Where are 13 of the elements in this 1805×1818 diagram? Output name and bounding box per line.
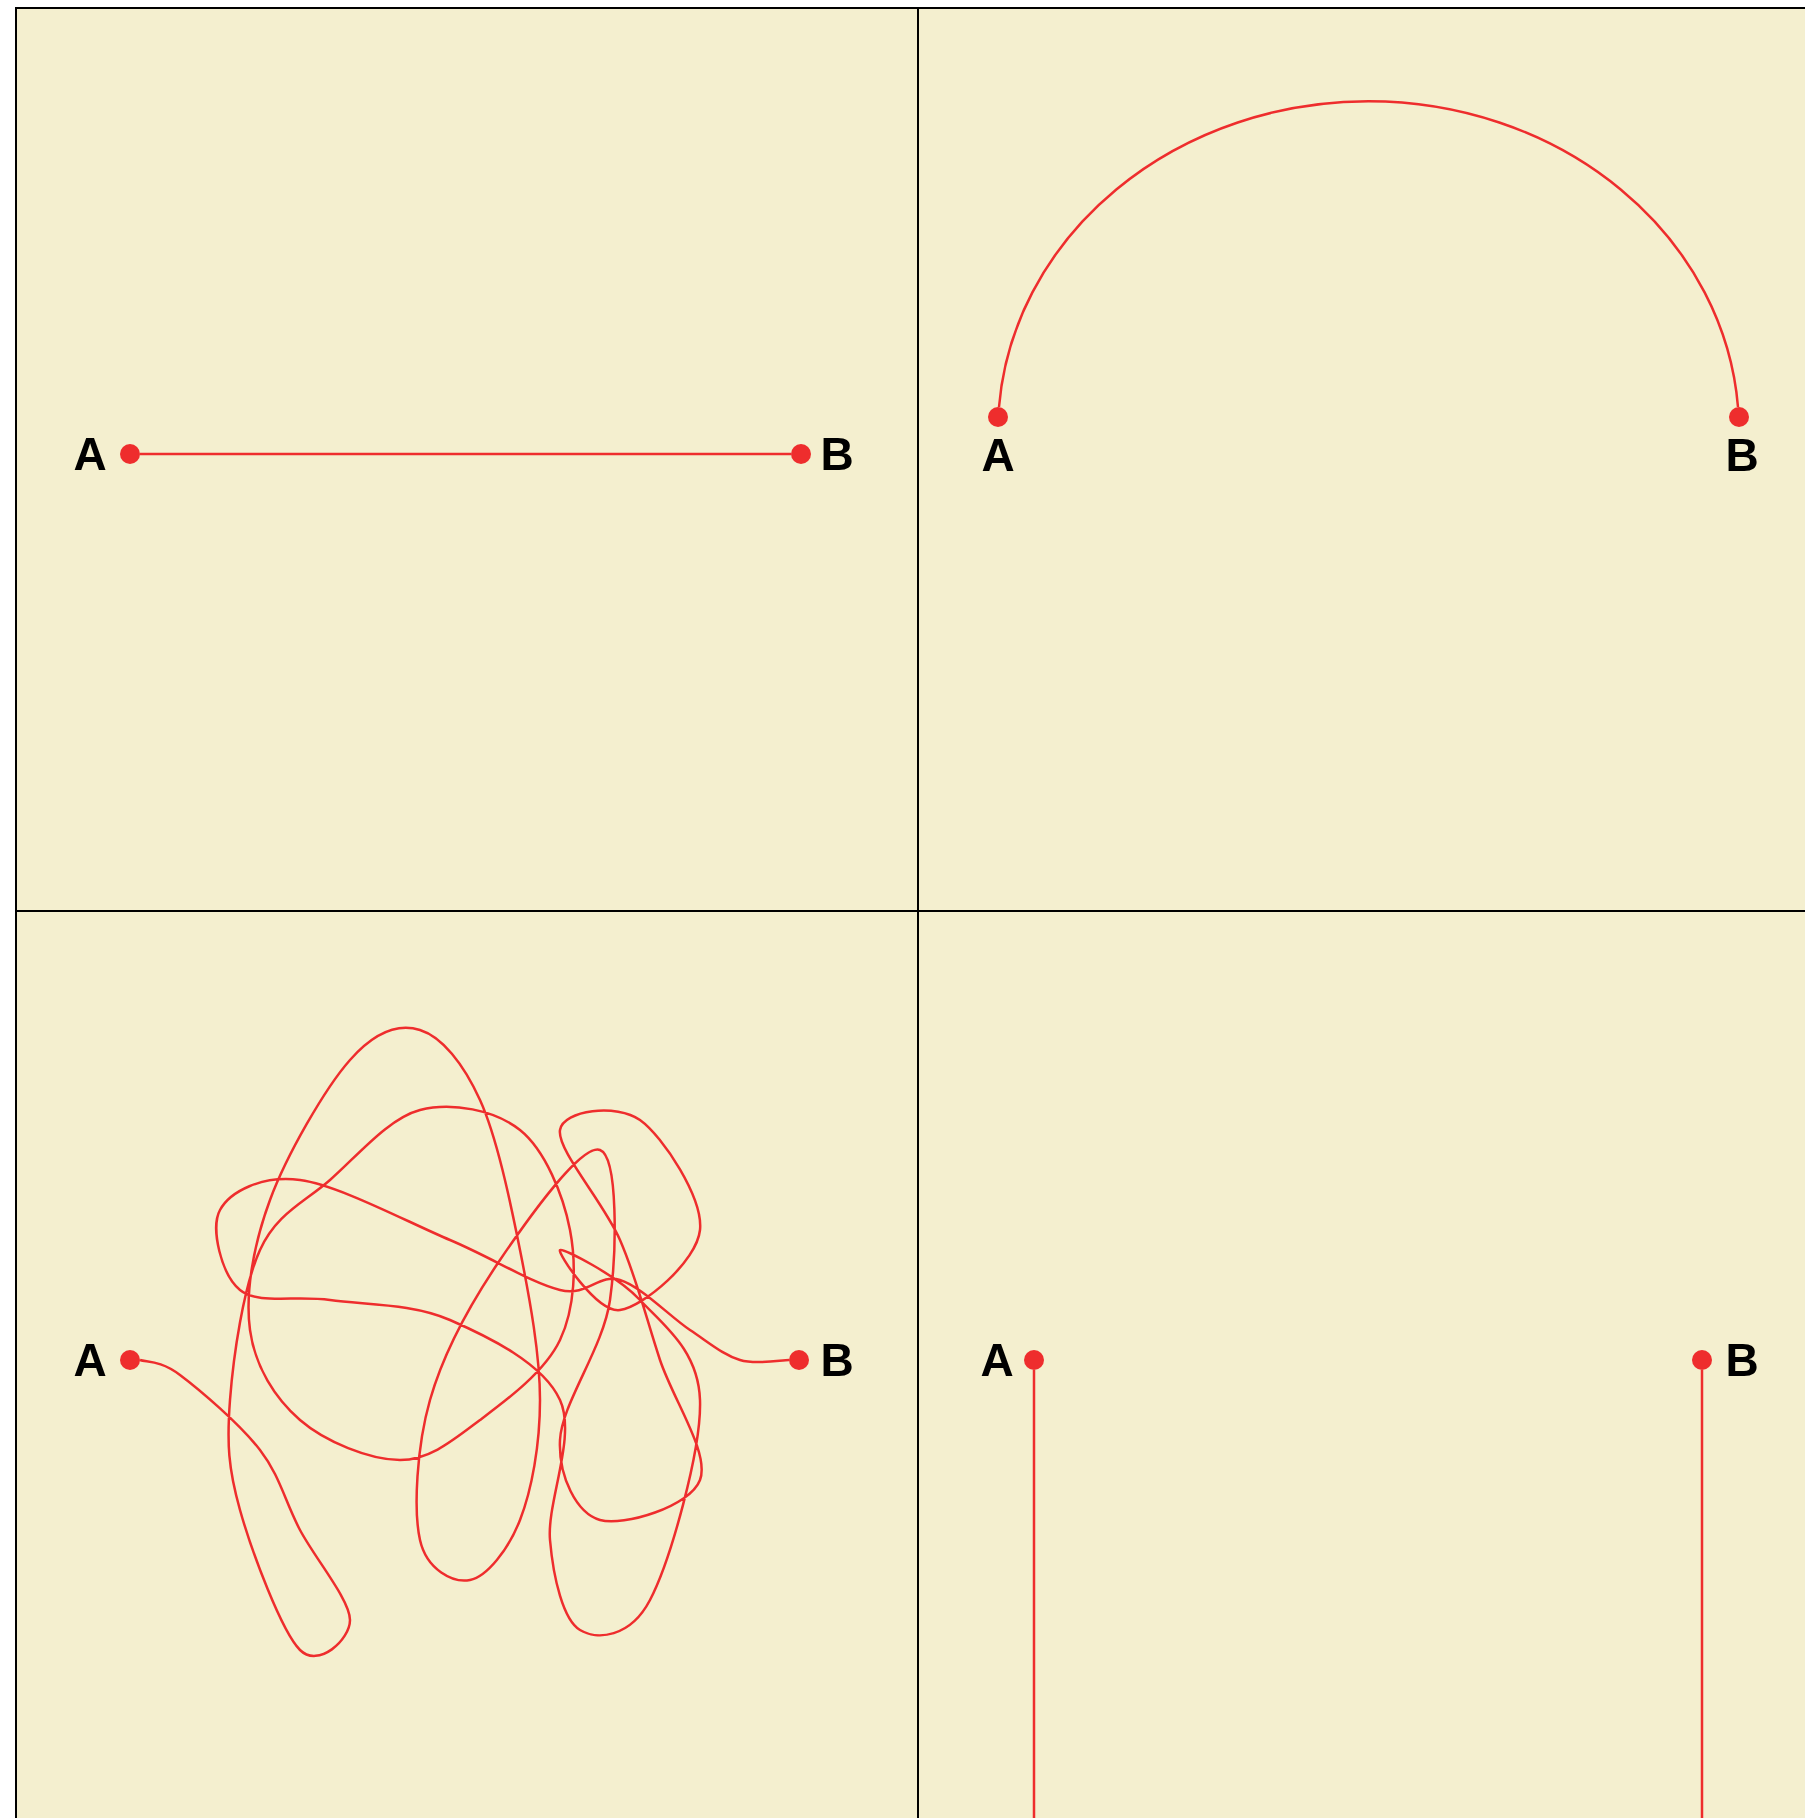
point-label: A (981, 432, 1015, 478)
point-label: A (73, 431, 107, 477)
point-label: A (73, 1337, 107, 1383)
connector-line (140, 452, 791, 456)
point-label: A (980, 1337, 1014, 1383)
connector-line (1032, 1370, 1036, 1818)
point-label: B (820, 1337, 854, 1383)
connector-line (1700, 1370, 1704, 1818)
curved-path (139, 1027, 790, 1657)
point-label: B (1725, 1337, 1759, 1383)
point-label: B (1725, 432, 1759, 478)
point-label: B (820, 431, 854, 477)
curved-path (997, 100, 1740, 408)
